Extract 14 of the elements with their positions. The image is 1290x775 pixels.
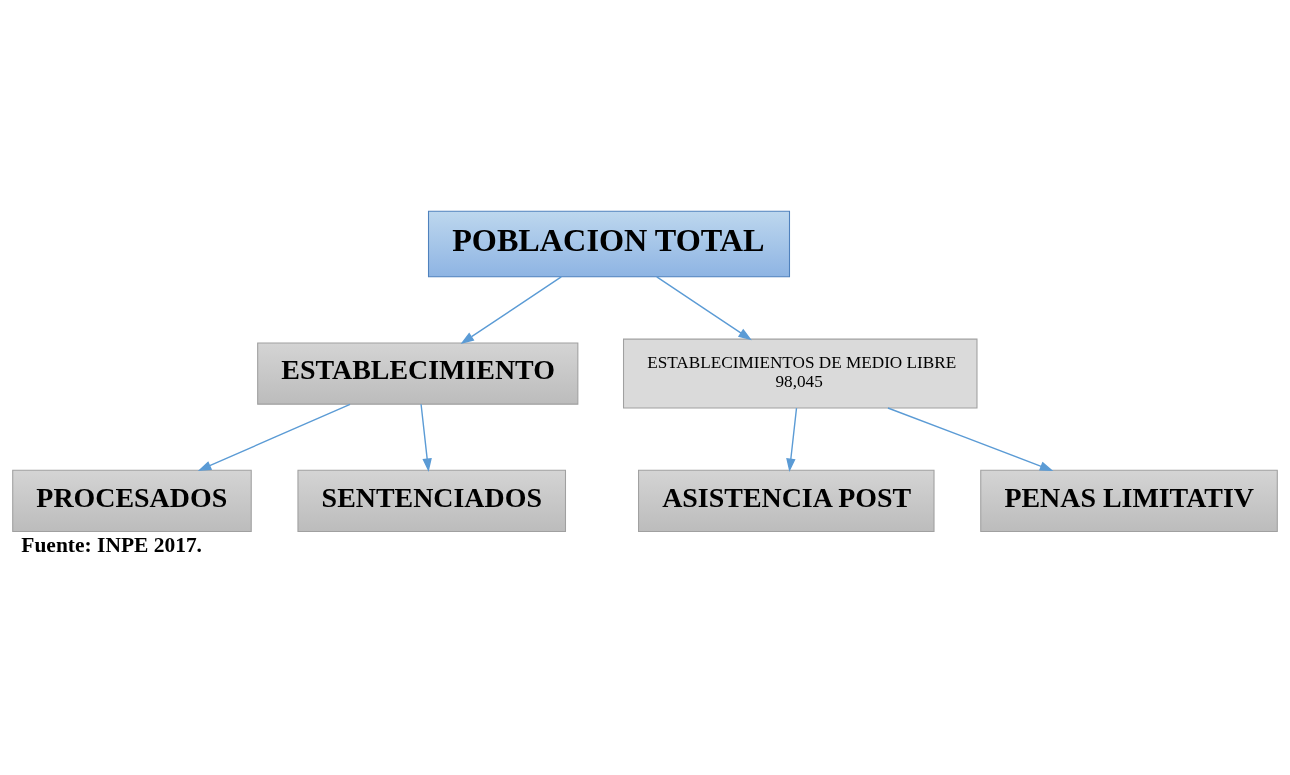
node-box: PENAS LIMITATIV xyxy=(980,469,1278,532)
arrow xyxy=(420,403,432,472)
arrow xyxy=(460,276,562,344)
node-box: PROCESADOS xyxy=(12,469,252,532)
node-box: POBLACION TOTAL xyxy=(427,210,791,278)
node-box: ESTABLECIMIENTO xyxy=(257,342,579,405)
node-box: ASISTENCIA POST xyxy=(638,469,935,532)
node-box: ESTABLECIMIENTOS DE MEDIO LIBRE 98,045 xyxy=(622,338,978,409)
caption: Fuente: INPE 2017. xyxy=(21,532,202,557)
arrow xyxy=(887,407,1054,471)
node-box: SENTENCIADOS xyxy=(297,469,567,532)
arrow xyxy=(197,403,351,471)
arrow xyxy=(656,276,752,341)
arrow xyxy=(786,407,798,473)
